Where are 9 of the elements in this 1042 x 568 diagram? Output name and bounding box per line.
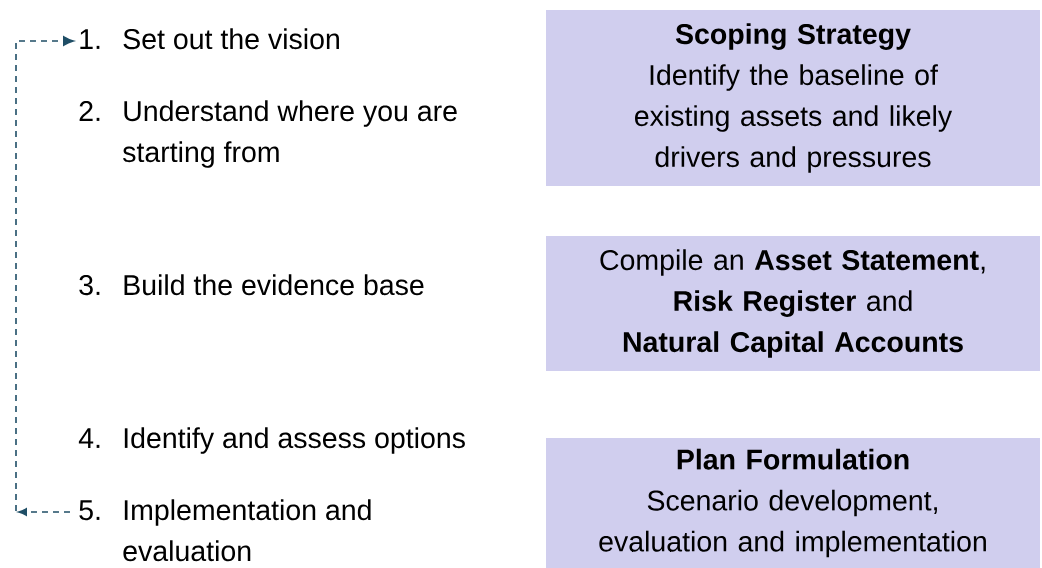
step-text: 4. Identify and assess options	[78, 427, 465, 454]
stage-box: Scoping Strategy Identify the baseline of existing assets and likely drivers and pressures	[546, 10, 1040, 186]
step-text: 1. Set out the vision	[80, 28, 339, 50]
feedback-arrow	[15, 36, 74, 516]
step-text: 5. Implementation and evaluation	[79, 499, 371, 562]
stage-box: Plan Formulation Scenario development, evaluation and implementation	[546, 438, 1040, 568]
stage-box: Compile an Asset Statement, Risk Register and Natural Capital Accounts	[546, 236, 1040, 371]
step-text: 2. Understand where you are starting from	[79, 100, 457, 168]
step-text: 3. Build the evidence base	[79, 274, 424, 296]
